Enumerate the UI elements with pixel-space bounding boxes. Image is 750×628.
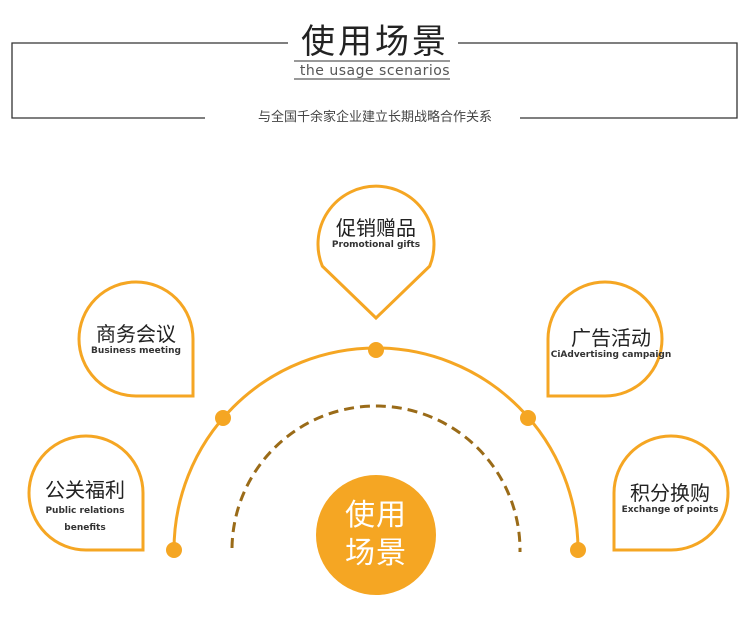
scenario-subtitle-line2: benefits	[64, 523, 106, 533]
scenario-subtitle: CiAdvertising campaign	[550, 350, 672, 360]
scenario-business-meeting: 商务会议 Business meeting	[76, 322, 196, 357]
bubble-advertising-campaign	[546, 280, 664, 398]
scenario-title: 公关福利	[45, 478, 125, 502]
center-label: 使用 场景	[316, 497, 436, 573]
center-label-line1: 使用	[345, 498, 407, 533]
scenario-title: 促销赠品	[336, 216, 416, 240]
scenario-subtitle: Exchange of points	[621, 505, 719, 515]
scenario-subtitle: Business meeting	[91, 346, 181, 356]
scenario-subtitle: Public relations	[45, 506, 125, 516]
arc-dot-bottom-left	[166, 542, 182, 558]
scenario-promotional-gifts: 促销赠品 Promotional gifts	[316, 216, 436, 251]
page-title: 使用场景	[301, 22, 449, 62]
bubble-exchange-of-points	[612, 434, 730, 552]
bubble-business-meeting	[77, 280, 195, 398]
bubble-promotional-gifts	[316, 184, 436, 321]
page-subtitle: the usage scenarios	[299, 63, 451, 79]
inner-dashed-arc	[230, 404, 522, 553]
bubble-public-relations	[27, 434, 145, 552]
scenario-subtitle: Promotional gifts	[331, 240, 421, 250]
tagline: 与全国千余家企业建立长期战略合作关系	[257, 110, 492, 125]
scenario-public-relations: 公关福利 Public relations benefits	[25, 478, 145, 534]
center-label-line2: 场景	[345, 536, 407, 571]
arc-dot-bottom-right	[570, 542, 586, 558]
arc-dot-left	[215, 410, 231, 426]
scenario-advertising-campaign: 广告活动 CiAdvertising campaign	[546, 326, 676, 361]
arc-dot-right	[520, 410, 536, 426]
scenario-title: 商务会议	[96, 322, 176, 346]
center-circle	[316, 475, 436, 595]
arc-dot-top	[368, 342, 384, 358]
scenario-exchange-of-points: 积分换购 Exchange of points	[610, 481, 730, 516]
header-frame	[11, 42, 738, 119]
scenario-title: 广告活动	[571, 326, 651, 350]
scenario-title: 积分换购	[630, 481, 710, 505]
